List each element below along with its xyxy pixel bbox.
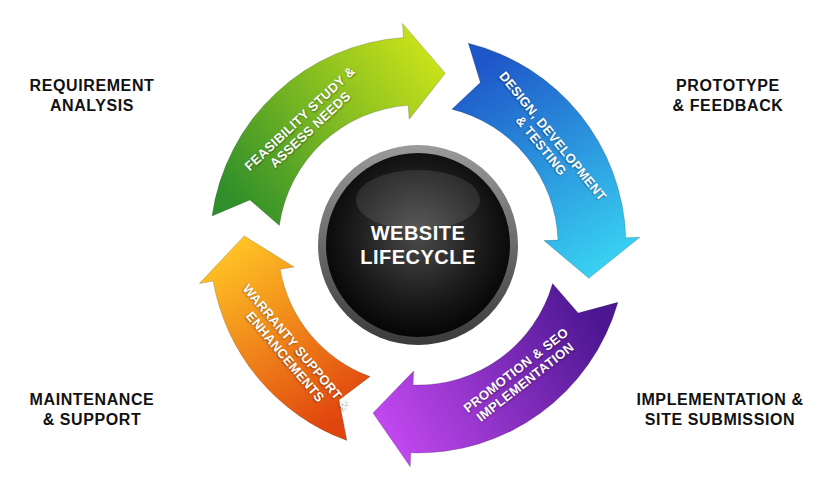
hub-circle: WEBSITE LIFECYCLE	[316, 143, 520, 347]
shape-outline	[370, 281, 620, 469]
hub-gloss	[356, 170, 480, 230]
arrow-band	[452, 43, 640, 278]
cycle-arrow: WARRANTY SUPPORT & ENHANCEMENTS	[197, 233, 373, 443]
shape-outline	[316, 143, 520, 347]
phase-label: REQUIREMENT ANALYSIS	[17, 76, 167, 116]
hub-core	[326, 153, 510, 337]
hub-title: WEBSITE LIFECYCLE	[353, 221, 483, 269]
phase-label: IMPLEMENTATION & SITE SUBMISSION	[631, 390, 809, 430]
cycle-arrow: FEASIBILITY STUDY & ASSESS NEEDS	[210, 21, 448, 228]
cycle-arrow: DESIGN, DEVELOPMENT & TESTING	[449, 41, 642, 281]
cycle-arrow: PROMOTION & SEO IMPLEMENTATION	[370, 281, 620, 469]
phase-label: PROTOTYPE & FEEDBACK	[672, 76, 784, 116]
arrow-band	[373, 284, 618, 467]
hub-ring	[318, 145, 518, 345]
shape-outline	[210, 21, 448, 228]
phase-label: MAINTENANCE & SUPPORT	[25, 390, 160, 430]
arrow-band	[212, 24, 445, 226]
arrow-band	[199, 236, 370, 441]
